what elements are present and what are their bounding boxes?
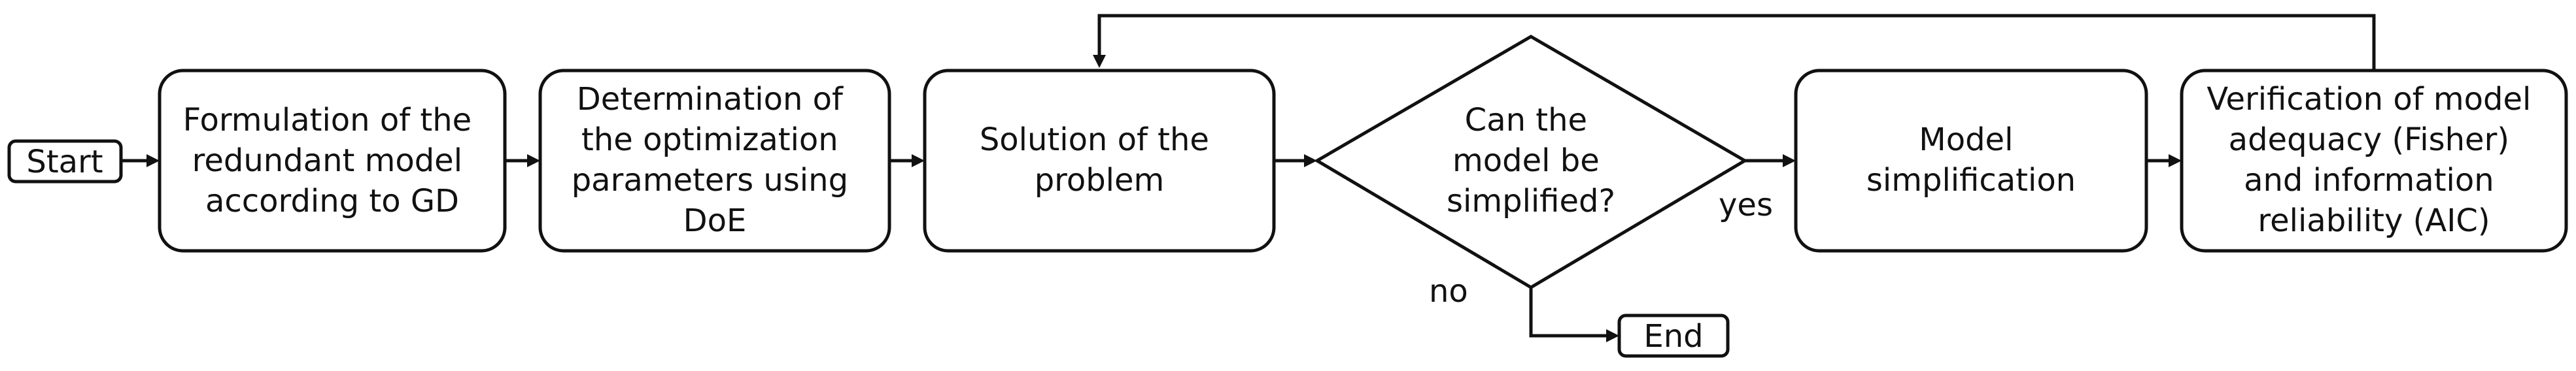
- arrow-decision-no-to-end: [1529, 287, 1609, 338]
- arrowhead-solution: [912, 154, 925, 167]
- decision-label: Can the model be simplified?: [1447, 102, 1615, 219]
- verification-line-2: adequacy (Fisher): [2229, 121, 2509, 158]
- end-node: End: [1617, 314, 1730, 358]
- solution-line-2: problem: [1035, 162, 1165, 199]
- verification-line-4: reliability (AIC): [2258, 202, 2490, 239]
- determination-line-3: parameters using: [572, 162, 848, 199]
- start-node: Start: [7, 139, 123, 184]
- determination-label: Determination of the optimization parame…: [572, 81, 859, 239]
- arrowhead-determination: [527, 154, 540, 167]
- decision-node: Can the model be simplified?: [1314, 35, 1748, 289]
- arrowhead-formulation: [146, 154, 160, 167]
- determination-box: [538, 69, 891, 253]
- start-box: [7, 139, 123, 184]
- solution-line-1: Solution of the: [980, 121, 1209, 158]
- formulation-label: Formulation of the redundant model accor…: [183, 102, 482, 219]
- connectors: [121, 14, 2376, 342]
- solution-node: Solution of the problem: [923, 69, 1276, 253]
- arrowhead-decision: [1304, 154, 1317, 167]
- formulation-box: [158, 69, 507, 253]
- verification-box: [2180, 69, 2568, 253]
- end-box: [1617, 314, 1730, 358]
- arrowhead-loop-solution: [1093, 55, 1106, 68]
- solution-label: Solution of the problem: [980, 121, 1219, 199]
- simplification-label: Model simplification: [1866, 121, 2076, 199]
- verification-label: Verification of model adequacy (Fisher) …: [2207, 81, 2541, 239]
- edge-label-no: no: [1429, 273, 1468, 310]
- simplification-line-1: Model: [1919, 121, 2013, 158]
- verification-node: Verification of model adequacy (Fisher) …: [2180, 69, 2568, 253]
- decision-line-2: model be: [1452, 142, 1600, 179]
- determination-line-4: DoE: [683, 202, 747, 239]
- verification-line-3: and information: [2244, 162, 2494, 199]
- decision-line-1: Can the: [1465, 102, 1587, 138]
- simplification-line-2: simplification: [1866, 162, 2076, 199]
- end-label: End: [1643, 318, 1703, 355]
- solution-box: [923, 69, 1276, 253]
- simplification-node: Model simplification: [1794, 69, 2148, 253]
- determination-node: Determination of the optimization parame…: [538, 69, 891, 253]
- decision-diamond: [1314, 35, 1748, 289]
- start-label: Start: [26, 144, 103, 180]
- arrowhead-verification: [2169, 154, 2182, 167]
- verification-line-1: Verification of model: [2207, 81, 2531, 118]
- loop-back-verification-to-solution: [1097, 14, 2376, 71]
- simplification-box: [1794, 69, 2148, 253]
- formulation-line-1: Formulation of the: [183, 102, 472, 138]
- formulation-node: Formulation of the redundant model accor…: [158, 69, 507, 253]
- arrowhead-simplification: [1783, 154, 1796, 167]
- formulation-line-2: redundant model: [192, 142, 462, 179]
- decision-line-3: simplified?: [1447, 183, 1615, 219]
- edge-label-yes: yes: [1719, 187, 1773, 223]
- determination-line-1: Determination of: [577, 81, 844, 118]
- arrowhead-end: [1606, 329, 1619, 342]
- determination-line-2: the optimization: [581, 121, 838, 158]
- formulation-line-3: according to GD: [205, 183, 459, 219]
